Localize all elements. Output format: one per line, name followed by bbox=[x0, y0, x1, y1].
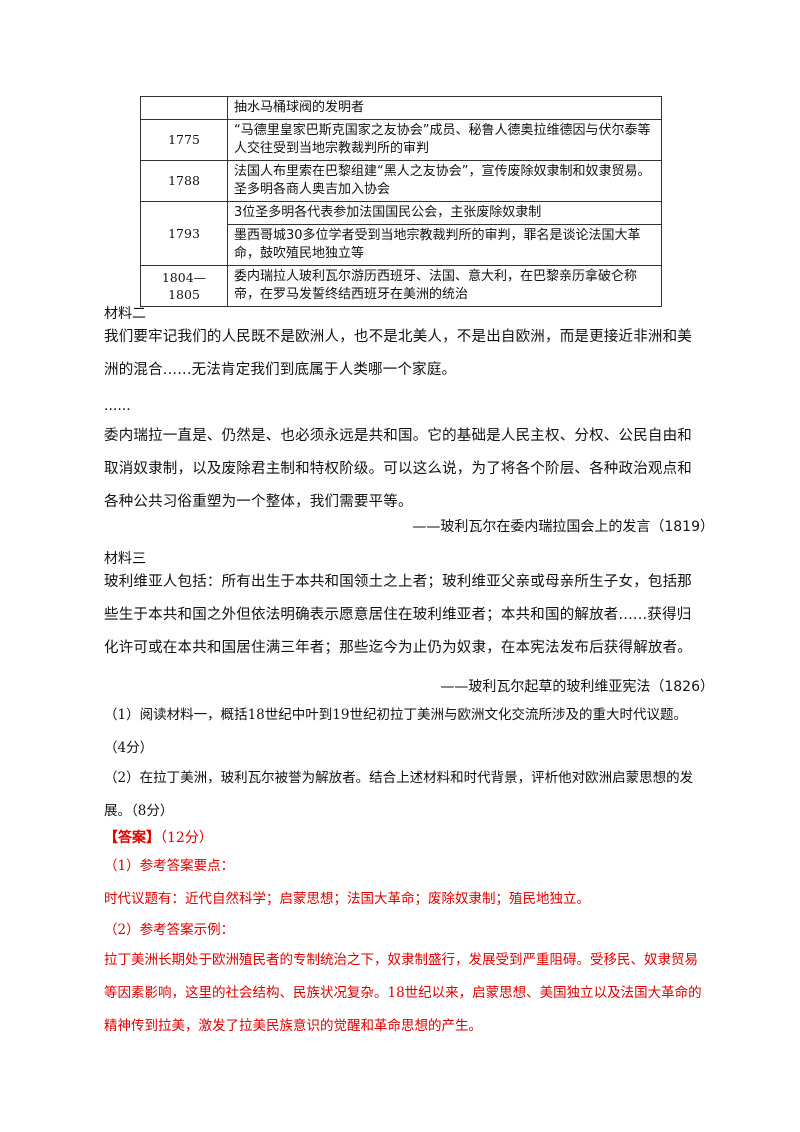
question-2: （2）在拉丁美洲，玻利瓦尔被誉为解放者。结合上述材料和时代背景，评析他对欧洲启蒙… bbox=[104, 770, 694, 819]
year-cell: 1793 bbox=[140, 201, 228, 266]
material2-label: 材料二 bbox=[104, 306, 146, 322]
answer-1-title: （1）参考答案要点： bbox=[104, 858, 235, 874]
material3-label: 材料三 bbox=[104, 551, 146, 567]
table-row: 抽水马桶球阀的发明者 bbox=[140, 96, 662, 120]
year-cell bbox=[140, 96, 228, 120]
material2-paragraph-2: 委内瑞拉一直是、仍然是、也必须永远是共和国。它的基础是人民主权、分权、公民自由和… bbox=[104, 428, 692, 510]
material3-paragraph: 玻利维亚人包括：所有出生于本共和国领土之上者；玻利维亚父亲或母亲所生子女，包括那… bbox=[104, 574, 692, 656]
answer-2-text: 拉丁美洲长期处于欧洲殖民者的专制统治之下，奴隶制盛行，发展受到严重阻碍。受移民、… bbox=[104, 952, 702, 1034]
material2-ellipsis: ...... bbox=[104, 398, 131, 414]
material2-source: ——玻利瓦尔在委内瑞拉国会上的发言（1819） bbox=[412, 519, 714, 535]
table-row: 1788 法国人布里索在巴黎组建“黑人之友协会”，宣传废除奴隶制和奴隶贸易。圣多… bbox=[140, 160, 662, 202]
answer-header: 【答案】（12分） bbox=[104, 827, 213, 847]
event-cell: 委内瑞拉人玻利瓦尔游历西班牙、法国、意大利，在巴黎亲历拿破仑称帝，在罗马发誓终结… bbox=[227, 265, 662, 307]
table-row: 1804—1805 委内瑞拉人玻利瓦尔游历西班牙、法国、意大利，在巴黎亲历拿破仑… bbox=[140, 265, 662, 307]
event-cell: “马德里皇家巴斯克国家之友协会”成员、秘鲁人德奥拉维德因与伏尔泰等人交往受到当地… bbox=[227, 119, 662, 161]
answer-1-text: 时代议题有：近代自然科学；启蒙思想；法国大革命；废除奴隶制；殖民地独立。 bbox=[104, 891, 590, 907]
event-cell: 抽水马桶球阀的发明者 bbox=[227, 96, 662, 120]
material3-source: ——玻利瓦尔起草的玻利维亚宪法（1826） bbox=[440, 679, 714, 695]
event-cell: 法国人布里索在巴黎组建“黑人之友协会”，宣传废除奴隶制和奴隶贸易。圣多明各商人奥… bbox=[227, 160, 662, 202]
timeline-table: 抽水马桶球阀的发明者 1775 “马德里皇家巴斯克国家之友协会”成员、秘鲁人德奥… bbox=[140, 96, 662, 307]
answer-2-title: （2）参考答案示例： bbox=[104, 922, 235, 938]
year-cell: 1804—1805 bbox=[140, 265, 228, 307]
table-row: 1793 3位圣多明各代表参加法国国民公会，主张废除奴隶制 bbox=[140, 201, 662, 266]
material2-paragraph-1: 我们要牢记我们的人民既不是欧洲人，也不是北美人，不是出自欧洲，而是更接近非洲和美… bbox=[104, 329, 692, 378]
year-cell: 1788 bbox=[140, 160, 228, 202]
table-row: 1775 “马德里皇家巴斯克国家之友协会”成员、秘鲁人德奥拉维德因与伏尔泰等人交… bbox=[140, 119, 662, 161]
question-1: （1）阅读材料一，概括18世纪中叶到19世纪初拉丁美洲与欧洲文化交流所涉及的重大… bbox=[104, 707, 687, 723]
question-1-score: （4分） bbox=[104, 740, 154, 756]
table-row: 墨西哥城30多位学者受到当地宗教裁判所的审判，罪名是谈论法国大革命，鼓吹殖民地独… bbox=[141, 224, 662, 266]
answer-tag: 【答案】 bbox=[104, 830, 160, 846]
event-cell: 墨西哥城30多位学者受到当地宗教裁判所的审判，罪名是谈论法国大革命，鼓吹殖民地独… bbox=[227, 224, 662, 266]
answer-score: （12分） bbox=[160, 830, 213, 846]
event-cell: 3位圣多明各代表参加法国国民公会，主张废除奴隶制 bbox=[227, 201, 662, 225]
year-cell: 1775 bbox=[140, 119, 228, 161]
